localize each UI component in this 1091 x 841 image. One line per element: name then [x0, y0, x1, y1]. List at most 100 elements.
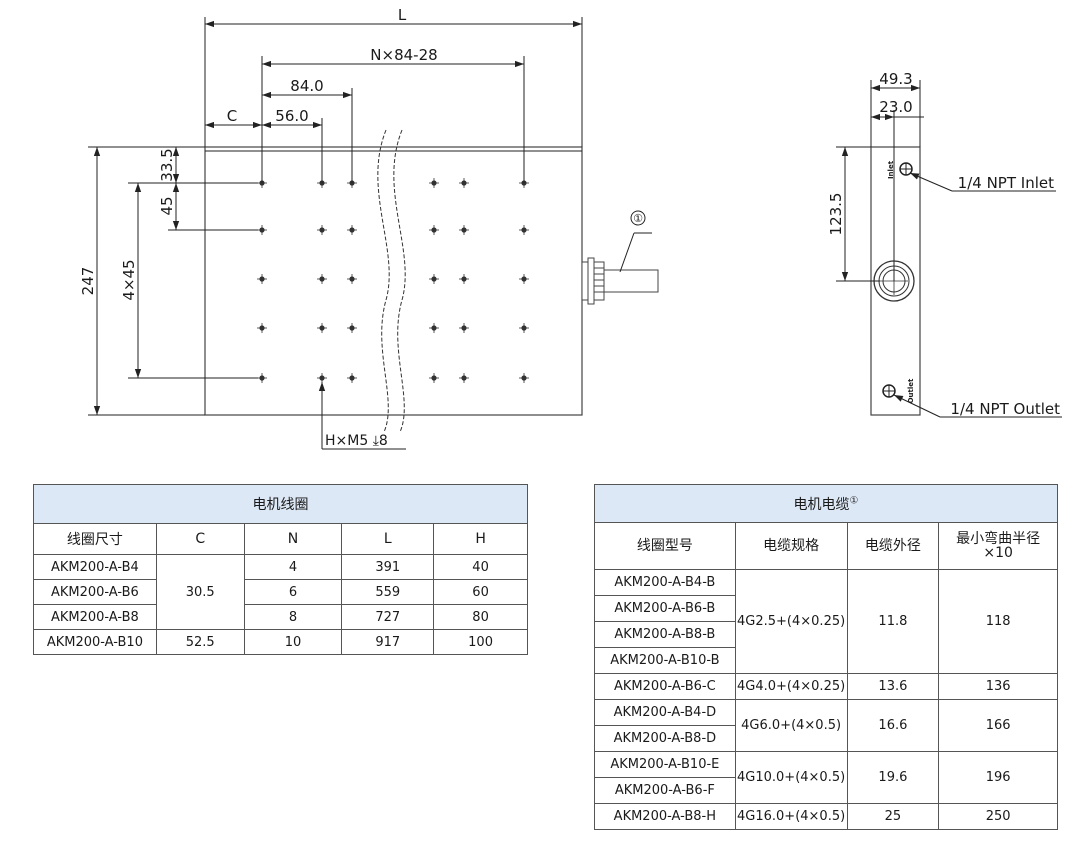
coil-h: 100 — [433, 629, 528, 655]
inlet-label: 1/4 NPT Inlet — [958, 174, 1054, 192]
cable-radius: 166 — [938, 699, 1058, 752]
coil-n: 10 — [243, 629, 343, 655]
cable-model: AKM200-A-B10-E — [594, 751, 736, 778]
outlet-tag: Outlet — [907, 378, 915, 403]
cable-od: 16.6 — [846, 699, 940, 752]
coil-model: AKM200-A-B6 — [33, 579, 157, 605]
coil-h: 80 — [433, 604, 528, 630]
outlet-label: 1/4 NPT Outlet — [950, 400, 1060, 418]
coil-l: 391 — [341, 554, 435, 580]
dim-33.5-label: 33.5 — [158, 148, 176, 181]
cable-model: AKM200-A-B6-F — [594, 777, 736, 804]
dim-4x45-label: 4×45 — [120, 259, 138, 300]
cable-od: 19.6 — [846, 751, 940, 804]
coil-n: 8 — [243, 604, 343, 630]
cable-od: 25 — [846, 803, 940, 830]
cable-model: AKM200-A-B8-H — [594, 803, 736, 830]
cable-radius: 136 — [938, 673, 1058, 700]
cable-model: AKM200-A-B8-B — [594, 621, 736, 648]
coil-spec-table: 电机线圈 线圈尺寸 C N L H AKM200-A-B4 30.5 4 391… — [33, 484, 528, 655]
cable-callout-circle — [630, 210, 646, 226]
coil-model: AKM200-A-B10 — [33, 629, 157, 655]
cable-spec: 4G6.0+(4×0.5) — [734, 699, 848, 752]
table-row: AKM200-A-B10 52.5 10 917 100 — [33, 629, 528, 655]
table-row: AKM200-A-B6-C 4G4.0+(4×0.25) 13.6 136 — [594, 673, 1058, 700]
coil-c-value: 52.5 — [155, 629, 245, 655]
cable-model: AKM200-A-B10-B — [594, 647, 736, 674]
cable-radius: 118 — [938, 569, 1058, 674]
dim-123.5-label: 123.5 — [827, 193, 845, 236]
coil-l: 727 — [341, 604, 435, 630]
cable-title-text: 电机电缆 — [793, 496, 850, 513]
cable-od: 11.8 — [846, 569, 940, 674]
coil-header-size: 线圈尺寸 — [33, 523, 157, 555]
coil-model: AKM200-A-B4 — [33, 554, 157, 580]
coil-h: 60 — [433, 579, 528, 605]
dim-247-label: 247 — [79, 267, 97, 296]
cable-od: 13.6 — [846, 673, 940, 700]
inlet-tag: Inlet — [887, 160, 895, 179]
coil-body-outline — [204, 146, 583, 416]
cable-radius: 250 — [938, 803, 1058, 830]
break-line-left — [377, 129, 390, 433]
table-row: AKM200-A-B4-D 4G6.0+(4×0.5) 16.6 166 — [594, 699, 1058, 752]
table-row: AKM200-A-B4-B 4G2.5+(4×0.25) 11.8 118 — [594, 569, 1058, 674]
cable-spec-table: 电机电缆① 线圈型号 电缆规格 电缆外径 最小弯曲半径×10 AKM200-A-… — [594, 484, 1058, 830]
dim-L-label: L — [398, 6, 407, 24]
table-row: AKM200-A-B10-B — [594, 647, 1058, 674]
break-line-right — [393, 129, 406, 433]
cable-title-mark: ① — [849, 494, 859, 506]
table-row: AKM200-A-B8-D — [594, 725, 1058, 752]
coil-header-l: L — [341, 523, 435, 555]
table-row: AKM200-A-B10-E 4G10.0+(4×0.5) 19.6 196 — [594, 751, 1058, 804]
dim-N-label: N×84-28 — [370, 46, 437, 64]
dim-84-label: 84.0 — [290, 77, 323, 95]
cable-header-od: 电缆外径 — [846, 522, 940, 570]
thread-callout: H×M5 ⤓8 — [325, 433, 388, 449]
table-row: AKM200-A-B8 8 727 80 — [33, 604, 528, 630]
side-view: Inlet Outlet 49.3 23.0 123.5 1/4 NPT Inl… — [827, 70, 1062, 418]
cable-spec: 4G2.5+(4×0.25) — [734, 569, 848, 674]
cable-table-title: 电机电缆① — [594, 484, 1058, 523]
cable-spec: 4G10.0+(4×0.5) — [734, 751, 848, 804]
table-row: AKM200-A-B4 30.5 4 391 40 — [33, 554, 528, 630]
coil-l: 559 — [341, 579, 435, 605]
dim-49.3-label: 49.3 — [879, 70, 912, 88]
cable-header-radius-text: 最小弯曲半径 — [956, 531, 1041, 547]
cable-spec: 4G16.0+(4×0.5) — [734, 803, 848, 830]
table-row: AKM200-A-B8-H 4G16.0+(4×0.5) 25 250 — [594, 803, 1058, 830]
coil-l: 917 — [341, 629, 435, 655]
cable-model: AKM200-A-B4-D — [594, 699, 736, 726]
cable-model: AKM200-A-B6-B — [594, 595, 736, 622]
coil-header-h: H — [433, 523, 528, 555]
cable-callout-number: ① — [633, 212, 643, 225]
coil-n: 6 — [243, 579, 343, 605]
coil-header-n: N — [243, 523, 343, 555]
inlet-leader — [909, 172, 953, 192]
coil-c-value: 30.5 — [155, 554, 245, 630]
dim-56-label: 56.0 — [275, 107, 308, 125]
cable-gland — [581, 257, 659, 305]
dim-45-label: 45 — [158, 196, 176, 215]
cable-leader — [619, 232, 635, 273]
cable-model: AKM200-A-B8-D — [594, 725, 736, 752]
coil-n: 4 — [243, 554, 343, 580]
dim-23-label: 23.0 — [879, 98, 912, 116]
cable-header-model: 线圈型号 — [594, 522, 736, 570]
coil-header-c: C — [155, 523, 245, 555]
cable-model: AKM200-A-B4-B — [594, 569, 736, 596]
cable-spec: 4G4.0+(4×0.25) — [734, 673, 848, 700]
motor-dimension-drawing: ① H×M5 ⤓8 L N×84-28 84.0 56.0 C 33.5 — [79, 6, 1062, 450]
cable-model: AKM200-A-B6-C — [594, 673, 736, 700]
coil-table-title: 电机线圈 — [33, 484, 528, 524]
cable-header-radius: 最小弯曲半径×10 — [938, 522, 1058, 570]
dim-C-label: C — [227, 107, 237, 125]
table-row: AKM200-A-B6 6 559 60 — [33, 579, 528, 605]
cable-radius: 196 — [938, 751, 1058, 804]
front-view: ① H×M5 ⤓8 L N×84-28 84.0 56.0 C 33.5 — [79, 6, 659, 450]
coil-model: AKM200-A-B8 — [33, 604, 157, 630]
outlet-leader — [893, 394, 941, 418]
cable-header-radius-factor: ×10 — [983, 545, 1013, 561]
cable-header-spec: 电缆规格 — [734, 522, 848, 570]
coil-h: 40 — [433, 554, 528, 580]
